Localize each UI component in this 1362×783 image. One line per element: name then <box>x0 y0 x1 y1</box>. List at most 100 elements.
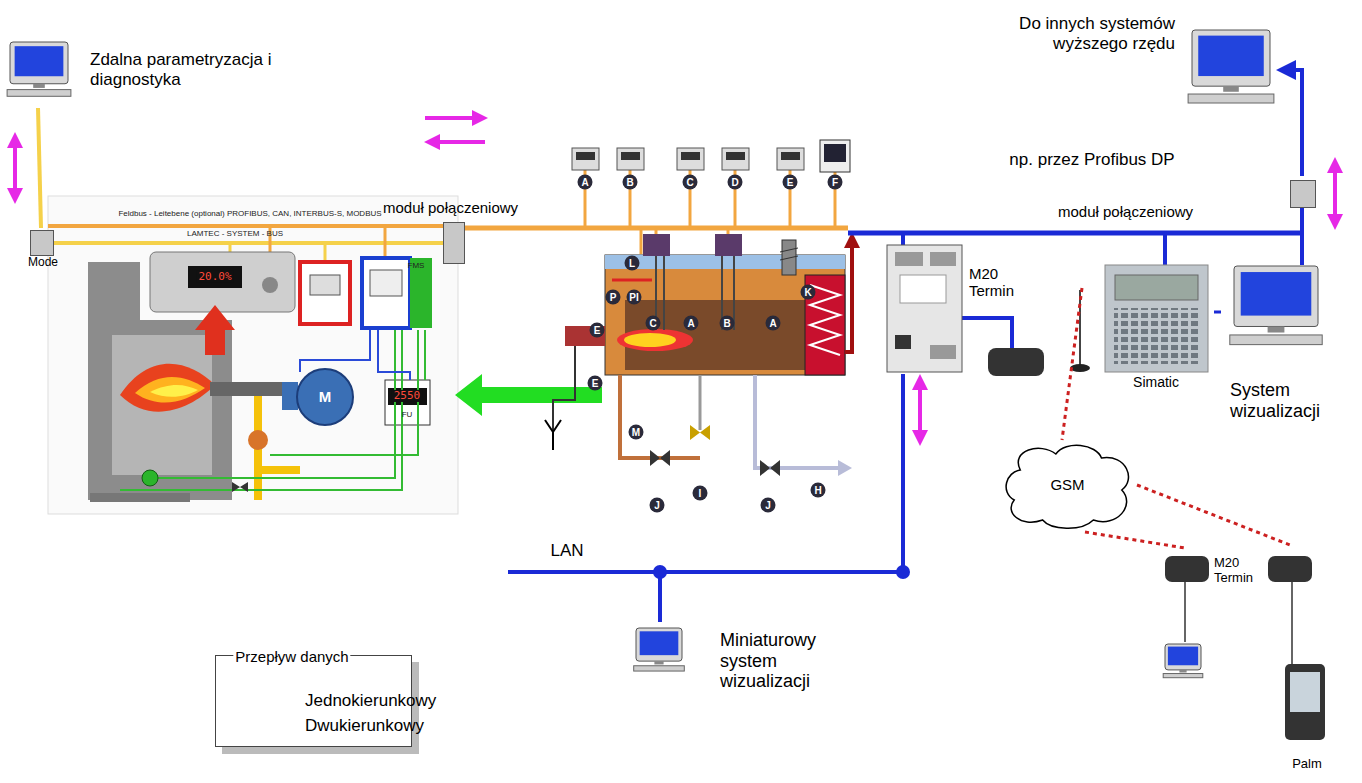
keyboard <box>7 90 71 97</box>
computer-icon <box>1163 644 1203 678</box>
callout-letter: J <box>650 498 665 513</box>
system-bus <box>901 233 905 245</box>
bus-device <box>677 148 704 170</box>
data-flow-arrow <box>918 382 922 438</box>
node-text: M20 Termin <box>969 265 1025 300</box>
monitor <box>1165 644 1201 670</box>
data-flow-arrow <box>15 118 1335 438</box>
stand <box>1223 86 1239 92</box>
edge-label: np. przez Profibus DP <box>1007 151 1176 170</box>
burner-panel <box>232 482 248 492</box>
bus-device <box>820 140 850 172</box>
computer-icon <box>634 628 685 671</box>
burner-panel <box>258 396 300 500</box>
computer-node: Do innych systemów wyższego rzędu <box>935 8 1280 100</box>
callout-letter: L <box>625 256 640 271</box>
callout-letter: J <box>761 498 776 513</box>
gsm-modem <box>1184 582 1186 642</box>
boiler <box>699 375 702 430</box>
burner-panel <box>324 243 327 262</box>
burner-panel <box>142 470 158 486</box>
computer-icon <box>1188 30 1274 103</box>
simatic-panel <box>1105 265 1208 372</box>
data-flow-arrow <box>1333 165 1337 222</box>
node-text: Zdalna parametryzacja i diagnostyka <box>90 50 302 89</box>
stand <box>33 84 45 88</box>
connector <box>660 374 903 622</box>
boiler <box>755 375 838 468</box>
node-text: Do innych systemów wyższego rzędu <box>975 14 1175 53</box>
node-text: System wizualizacji <box>1230 380 1358 421</box>
field-bus <box>640 228 643 254</box>
m20-terminal <box>900 275 946 303</box>
label-text: FMS <box>408 262 425 271</box>
callout-letter: I <box>693 486 708 501</box>
module-box <box>30 230 54 256</box>
legend-text: Dwukierunkowy <box>305 716 424 736</box>
simatic-panel <box>1105 265 1208 372</box>
node-text: Palm <box>1264 757 1350 772</box>
gsm-modem <box>1291 582 1293 664</box>
node-text: moduł połączeniowy <box>383 199 533 216</box>
boiler <box>780 248 798 260</box>
burner-panel <box>262 277 278 293</box>
system-bus <box>1163 233 1167 265</box>
data-flow-arrow <box>425 116 480 120</box>
module-box <box>1290 180 1316 208</box>
node-text: Simatic <box>1100 374 1212 390</box>
monitor <box>1192 30 1270 86</box>
connector <box>1085 532 1185 548</box>
gsm-modem <box>1165 556 1209 582</box>
boiler <box>838 460 852 476</box>
boiler <box>617 329 693 351</box>
boiler <box>663 256 665 330</box>
burner-panel <box>188 266 242 288</box>
gsm-modem <box>1285 664 1325 740</box>
bus-device <box>576 152 595 160</box>
display-value: 20.0% <box>196 271 233 283</box>
callout-letter: E <box>590 323 605 338</box>
callout-letter: C <box>646 316 661 331</box>
gsm-modem <box>1268 556 1312 582</box>
simatic-panel <box>1114 308 1200 364</box>
burner-panel <box>248 430 268 450</box>
burner-panel <box>370 270 402 296</box>
screen <box>1168 647 1198 666</box>
burner-panel <box>195 305 235 355</box>
green-flow-arrow <box>455 374 602 416</box>
legend-text: Jednokierunkowy <box>305 691 436 711</box>
boiler <box>612 279 652 282</box>
computer-node: System wizualizacji <box>1226 262 1360 427</box>
m20-terminal <box>887 245 962 372</box>
burner-panel <box>378 330 410 380</box>
callout-letter: K <box>801 285 816 300</box>
bus-device <box>681 152 700 160</box>
boiler <box>625 300 805 370</box>
connector <box>1280 70 1302 176</box>
burner-panel <box>48 196 458 514</box>
callout-letter: B <box>720 316 735 331</box>
callout-letter: E <box>783 175 798 190</box>
callout-letter: M <box>629 425 644 440</box>
gsm-modem <box>1062 288 1082 440</box>
keyboard <box>634 666 685 671</box>
boiler <box>650 450 670 466</box>
boiler <box>760 460 780 476</box>
burner-panel <box>384 226 387 258</box>
boiler <box>643 234 670 256</box>
label-text: Przepływ danych <box>233 649 350 666</box>
green-flow-arrow <box>455 374 602 416</box>
computer-icon <box>1230 266 1322 345</box>
m20-terminal <box>887 245 962 372</box>
system-bus <box>508 570 660 574</box>
bus-device <box>726 152 745 160</box>
computer-node: Zdalna parametryzacja i diagnostyka <box>6 36 306 108</box>
gsm-modem <box>988 288 1325 740</box>
system-bus <box>508 205 1304 579</box>
display-value: 2550 <box>392 390 423 402</box>
connection-module: moduł połączeniowy <box>383 198 535 266</box>
m20-terminal <box>930 345 956 359</box>
screen <box>1198 36 1264 76</box>
boiler <box>845 240 852 352</box>
connector <box>1137 485 1290 545</box>
